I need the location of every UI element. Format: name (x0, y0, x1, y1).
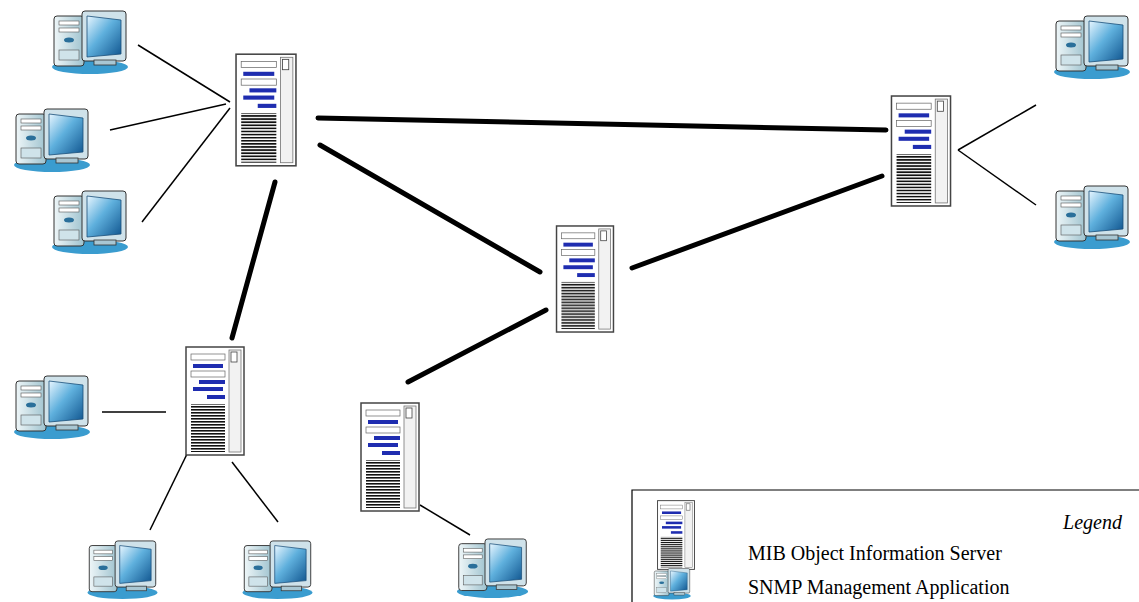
legend-frame (632, 490, 1139, 602)
access-links (102, 45, 1036, 535)
server-icons (186, 54, 951, 511)
legend-workstation-sample (653, 568, 690, 599)
legend-entry: SNMP Management Application (748, 576, 1009, 599)
legend-title: Legend (1063, 511, 1122, 534)
legend-text: MIB Object Information Server (748, 542, 1002, 564)
legend-entry: MIB Object Information Server (748, 542, 1002, 565)
workstation-icons (14, 11, 1130, 599)
legend-server-sample (658, 501, 695, 570)
legend-text: SNMP Management Application (748, 576, 1009, 598)
backbone-links (232, 118, 886, 382)
